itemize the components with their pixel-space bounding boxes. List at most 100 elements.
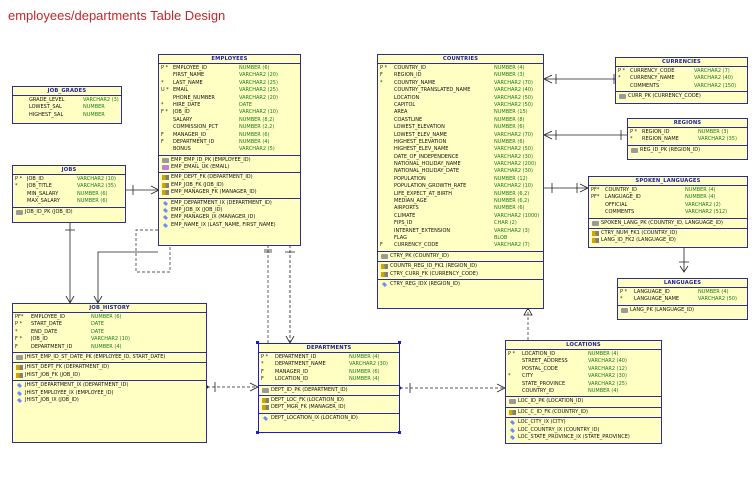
key-row[interactable]: EMP_JOB_FK (JOB_ID) (159, 182, 300, 189)
key-row[interactable]: JHIST_EMP_ID_ST_DATE_PK (EMPLOYEE_ID, ST… (13, 354, 206, 361)
key-row[interactable]: LANG_PK (LANGUAGE_ID) (618, 307, 747, 314)
key-row[interactable]: LOC_STATE_PROVINCE_IX (STATE_PROVINCE) (506, 434, 661, 441)
selection-handle[interactable] (398, 341, 401, 344)
key-row[interactable]: DEPT_LOCATION_IX (LOCATION_ID) (259, 415, 399, 422)
selection-handle[interactable] (256, 341, 259, 344)
key-row[interactable]: JHIST_DEPT_FK (DEPARTMENT_ID) (13, 364, 206, 371)
key-row[interactable]: JHIST_JOB_IX (JOB_ID) (13, 397, 206, 404)
key-row[interactable]: CTRY_CURR_FK (CURRENCY_CODE) (378, 271, 543, 278)
key-row[interactable]: EMP_DEPARTMENT_IX (DEPARTMENT_ID) (159, 200, 300, 207)
key-row[interactable]: SPOKEN_LANG_PK (COUNTRY_ID, LANGUAGE_ID) (589, 220, 747, 227)
key-row[interactable]: EMP_EMAIL_UK (EMAIL) (159, 164, 300, 171)
key-row[interactable]: EMP_MANAGER_FK (MANAGER_ID) (159, 189, 300, 196)
selection-handle[interactable] (256, 431, 259, 434)
key-row[interactable]: JHIST_EMPLOYEE_IX (EMPLOYEE_ID) (13, 390, 206, 397)
key-row[interactable]: DEPT_ID_PK (DEPARTMENT_ID) (259, 387, 399, 394)
key-row[interactable]: LOC_CITY_IX (CITY) (506, 419, 661, 426)
key-row[interactable]: JHIST_DEPARTMENT_IX (DEPARTMENT_ID) (13, 382, 206, 389)
key-row[interactable]: DEPT_MGR_FK (MANAGER_ID) (259, 404, 399, 411)
key-row[interactable]: EMP_JOB_IX (JOB_ID) (159, 207, 300, 214)
key-row[interactable]: EMP_MANAGER_IX (MANAGER_ID) (159, 214, 300, 221)
key-row[interactable]: DEPT_LOC_FK (LOCATION_ID) (259, 397, 399, 404)
selection-handle[interactable] (398, 431, 401, 434)
key-row[interactable]: CTRY_PK (COUNTRY_ID) (378, 253, 543, 260)
key-row[interactable]: JHIST_JOB_FK (JOB_ID) (13, 372, 206, 379)
key-row[interactable]: EMP_EMP_ID_PK (EMPLOYEE_ID) (159, 157, 300, 164)
key-row[interactable]: LOC_C_ID_FK (COUNTRY_ID) (506, 409, 661, 416)
key-row[interactable]: CTRY_REG_IDX (REGION_ID) (378, 281, 543, 288)
key-row[interactable]: LANG_ID_FK2 (LANGUAGE_ID) (589, 237, 747, 244)
key-row[interactable]: CURR_PK (CURRENCY_CODE) (616, 93, 747, 100)
key-row[interactable]: EMP_NAME_IX (LAST_NAME, FIRST_NAME) (159, 222, 300, 229)
key-row[interactable]: LOC_ID_PK (LOCATION_ID) (506, 398, 661, 405)
key-row[interactable]: REG_ID_PK (REGION_ID) (628, 147, 747, 154)
